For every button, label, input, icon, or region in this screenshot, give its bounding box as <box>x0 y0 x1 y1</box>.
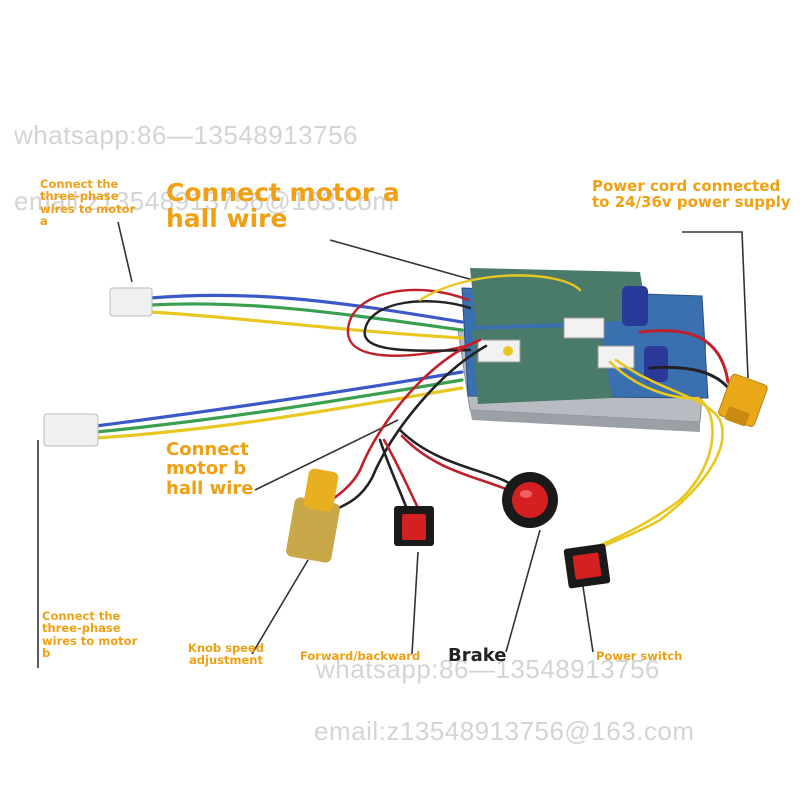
motor-a-terminals <box>109 287 153 317</box>
capacitor-1 <box>622 286 648 326</box>
label-motor-a-phase: Connect the three-phase wires to motor a <box>40 177 136 229</box>
brake-button <box>502 472 558 528</box>
capacitor-2 <box>644 346 668 382</box>
label-power-cord: Power cord connected to 24/36v power sup… <box>592 177 791 212</box>
watermark-whatsapp-top: whatsapp:86—13548913756 <box>14 120 359 150</box>
leader-lines <box>37 221 749 668</box>
label-motor-a-hall: Connect motor a hall wire <box>166 178 400 234</box>
leader-knob <box>251 559 309 655</box>
direction-switch <box>394 506 434 546</box>
leader-motor-b-hall <box>254 419 399 491</box>
xt60-connector <box>718 373 768 427</box>
label-direction: Forward/backward <box>300 649 421 663</box>
leader-motor-a-hall <box>329 239 481 283</box>
label-knob: Knob speed adjustment <box>187 641 265 668</box>
leader-direction <box>411 551 419 655</box>
leader-power-cord <box>682 231 749 379</box>
label-brake: Brake <box>448 645 507 666</box>
label-motor-b-hall: Connect motor b hall wire <box>166 439 254 499</box>
watermark-email-top: email:z13548913756@163.com <box>14 186 395 216</box>
motor-b-terminals <box>43 413 99 447</box>
power-switch <box>563 543 611 589</box>
terminal-connectors <box>43 287 768 447</box>
watermark-whatsapp-middle: whatsapp:86—13548913756 <box>316 654 661 684</box>
speed-knob <box>286 468 340 563</box>
leader-brake <box>505 529 541 653</box>
label-motor-b-phase: Connect the three-phase wires to motor b <box>42 609 138 661</box>
insulation-top <box>470 268 648 326</box>
wires <box>94 274 732 554</box>
label-power-switch: Power switch <box>596 649 683 663</box>
leader-motor-a-phase <box>117 221 133 283</box>
controller-board <box>457 268 709 432</box>
watermark-email-bottom: email:z13548913756@163.com <box>314 716 695 746</box>
leader-power-switch <box>581 579 594 653</box>
